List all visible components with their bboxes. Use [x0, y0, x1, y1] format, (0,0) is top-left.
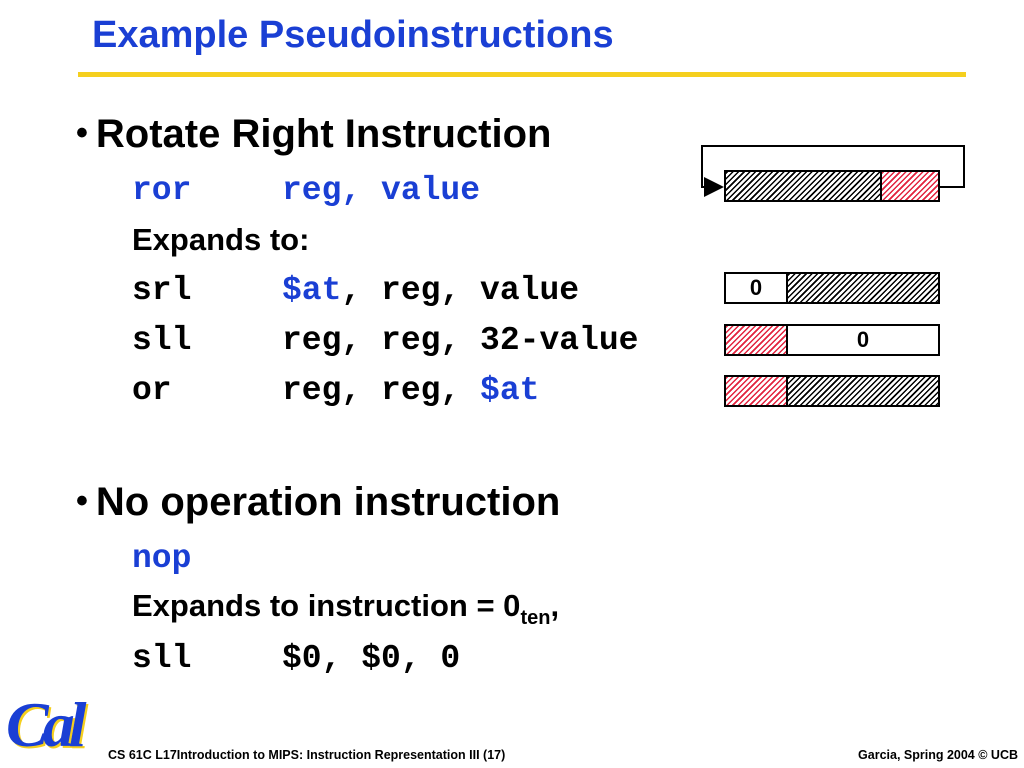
code-line-nop: nop: [132, 540, 192, 577]
register-or-result: [724, 375, 940, 407]
code-line-srl: srl $at, reg, value: [132, 272, 579, 309]
result-lower-bits: [726, 377, 786, 405]
zero-fill: 0: [786, 326, 938, 354]
code-op: ror: [132, 172, 192, 209]
code-args: reg, reg,: [282, 372, 481, 409]
code-op: sll: [132, 640, 192, 677]
code-args: reg, reg, 32-value: [282, 322, 639, 359]
subscript-ten: ten: [520, 607, 551, 629]
code-line-sll: sll reg, reg, 32-value: [132, 322, 638, 359]
code-line-ror: ror reg, value: [132, 172, 480, 209]
cal-logo: Cal: [6, 689, 87, 760]
register-original: [724, 170, 940, 202]
code-args: reg, value: [282, 172, 481, 209]
bullet-dot-icon: •: [76, 114, 88, 152]
rotate-wrap-arrow-icon: [701, 145, 965, 197]
register-lower-bits: [880, 172, 938, 200]
shifted-upper-bits: [786, 274, 938, 302]
code-op: sll: [132, 322, 192, 359]
bullet-heading: No operation instruction: [95, 480, 561, 524]
title-underline: [78, 72, 966, 77]
bullet-no-operation: •No operation instruction: [76, 480, 560, 525]
zero-fill: 0: [726, 274, 786, 302]
expands-label: Expands to:: [132, 222, 310, 257]
code-line-or: or reg, reg, $at: [132, 372, 539, 409]
expands-tail: ,: [550, 588, 560, 623]
bullet-heading: Rotate Right Instruction: [95, 112, 552, 156]
code-args-highlight: $at: [480, 372, 540, 409]
code-args-highlight: $at: [282, 272, 342, 309]
register-upper-bits: [726, 172, 880, 200]
code-line-sll-zero: sll $0, $0, 0: [132, 640, 460, 677]
bullet-dot-icon: •: [76, 482, 88, 520]
result-upper-bits: [786, 377, 938, 405]
footer-credit: Garcia, Spring 2004 © UCB: [858, 748, 1018, 762]
register-sll-result: 0: [724, 324, 940, 356]
code-args: $0, $0, 0: [282, 640, 461, 677]
footer-course-info: CS 61C L17Introduction to MIPS: Instruct…: [108, 748, 506, 762]
expands-instruction-text: Expands to instruction = 0ten,: [132, 588, 559, 630]
bullet-rotate-right: •Rotate Right Instruction: [76, 112, 551, 157]
expands-text: Expands to instruction = 0: [132, 588, 521, 623]
code-op: or: [132, 372, 172, 409]
shifted-lower-bits: [726, 326, 786, 354]
code-args: , reg, value: [341, 272, 580, 309]
page-title: Example Pseudoinstructions: [92, 14, 614, 56]
register-srl-result: 0: [724, 272, 940, 304]
code-op: srl: [132, 272, 192, 309]
